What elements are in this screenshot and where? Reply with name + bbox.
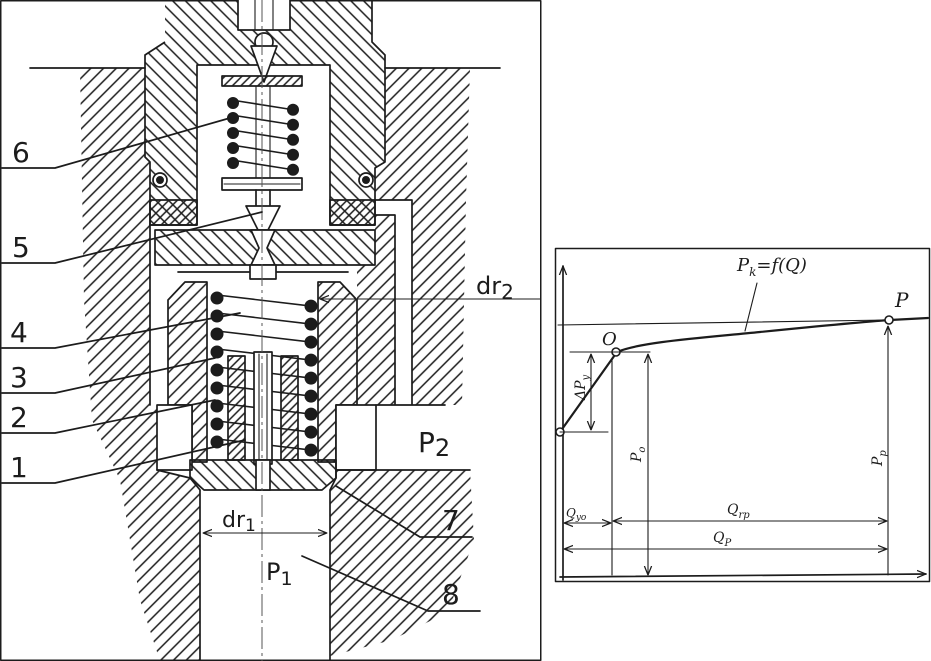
piston-wall-right bbox=[280, 355, 299, 461]
spring-coil bbox=[227, 142, 239, 154]
pilot-spring bbox=[227, 97, 299, 176]
dim-dpy-label: ΔPy bbox=[573, 374, 592, 401]
o-ring-left-core bbox=[156, 176, 164, 184]
spring-coil bbox=[304, 425, 318, 439]
pilot-stem bbox=[255, 85, 271, 179]
part-label-1: 1 bbox=[10, 451, 28, 484]
annular-cavity-left bbox=[156, 404, 193, 471]
housing-contours bbox=[149, 199, 471, 661]
dim-po-label: Po bbox=[629, 447, 648, 463]
leader-7 bbox=[335, 485, 473, 538]
spring-coil bbox=[227, 97, 239, 109]
leader-1 bbox=[1, 439, 246, 484]
spring-coil bbox=[210, 345, 224, 359]
spring-coil bbox=[210, 381, 224, 395]
leader-4 bbox=[1, 312, 241, 349]
housing-right-upper bbox=[375, 68, 470, 405]
annular-cavity-right bbox=[335, 404, 377, 471]
leader-6 bbox=[1, 117, 231, 169]
spring-coil bbox=[287, 148, 299, 161]
piston-cup-orifice bbox=[255, 459, 271, 491]
leader-5 bbox=[1, 211, 263, 264]
dim-qp-label: QP bbox=[713, 530, 731, 549]
spring-coil bbox=[304, 407, 318, 421]
x-axis bbox=[559, 574, 927, 577]
spring-wire bbox=[232, 129, 294, 141]
spring-coil bbox=[210, 327, 224, 341]
curve-label: Pk=f(Q) bbox=[736, 255, 807, 279]
pressure-outlet-label: P2 bbox=[418, 426, 450, 462]
leader-2 bbox=[1, 399, 216, 434]
spring-coil bbox=[287, 163, 299, 176]
part-label-3: 3 bbox=[10, 361, 28, 394]
point-p-label: P bbox=[894, 288, 909, 312]
spring-coil bbox=[210, 399, 224, 413]
spring-wire bbox=[232, 99, 294, 111]
adjusting-plug bbox=[144, 0, 386, 226]
pilot-cone-stem bbox=[255, 189, 271, 207]
spring-coil bbox=[227, 127, 239, 139]
part-label-8: 8 bbox=[442, 578, 460, 611]
curve-label-leader bbox=[744, 282, 758, 332]
o-ring-right-core bbox=[362, 176, 370, 184]
spring-coil bbox=[287, 118, 299, 131]
extension-lines bbox=[559, 351, 651, 576]
screw-needle bbox=[250, 45, 278, 83]
spring-coil bbox=[304, 299, 318, 313]
reference-line bbox=[557, 319, 889, 326]
spring-wire bbox=[232, 114, 294, 126]
point-o-label: O bbox=[602, 329, 617, 350]
dim-dr2-label: dr2 bbox=[476, 272, 514, 304]
adjusting-screw bbox=[237, 0, 291, 31]
spring-coil bbox=[304, 371, 318, 385]
spring-coil bbox=[304, 443, 318, 457]
part-label-6: 6 bbox=[12, 136, 30, 169]
characteristic-curve bbox=[558, 316, 930, 434]
right-frame bbox=[554, 247, 931, 583]
piston-wall-left bbox=[227, 355, 246, 461]
part-label-7: 7 bbox=[442, 504, 460, 537]
spring-coil bbox=[287, 133, 299, 146]
spring-wire bbox=[216, 294, 312, 307]
leader-3 bbox=[1, 357, 216, 394]
spring-coil bbox=[287, 103, 299, 116]
spring-coil bbox=[304, 389, 318, 403]
damper-tube bbox=[253, 351, 273, 465]
main-valve-head bbox=[249, 264, 277, 280]
dim-dr1-label: dr1 bbox=[222, 508, 256, 536]
spring-coil bbox=[210, 363, 224, 377]
valve-section: dr2 dr1 P2 P1 6 5 4 3 2 1 7 8 bbox=[0, 0, 542, 661]
damper-tube-lines bbox=[258, 353, 268, 463]
housing-right-lower bbox=[330, 470, 474, 656]
spring-wire bbox=[232, 144, 294, 156]
characteristic-chart: Pk=f(Q) O P ΔPy Po Pp Qyo Qrp Q bbox=[554, 247, 931, 583]
spring-coil bbox=[210, 291, 224, 305]
dim-qyo-label: Qyo bbox=[566, 506, 587, 523]
plug-thread-right bbox=[329, 199, 376, 226]
part-label-5: 5 bbox=[12, 231, 30, 264]
spring-wire bbox=[232, 159, 294, 171]
part-label-2: 2 bbox=[10, 401, 28, 434]
adjusting-screw-lines bbox=[254, 0, 274, 31]
spring-coil bbox=[304, 353, 318, 367]
spring-coil bbox=[304, 335, 318, 349]
spring-coil bbox=[304, 317, 318, 331]
housing-left bbox=[80, 68, 200, 661]
pressure-inlet-label: P1 bbox=[266, 558, 293, 590]
plug-thread-left bbox=[149, 199, 198, 226]
part-label-4: 4 bbox=[10, 316, 28, 349]
point-p-marker bbox=[884, 315, 894, 325]
spring-coil bbox=[227, 157, 239, 169]
dim-qrp-label: Qrp bbox=[727, 502, 750, 521]
leader-8 bbox=[301, 555, 481, 612]
spring-coil bbox=[210, 417, 224, 431]
housing-right-middle bbox=[357, 215, 395, 405]
spring-wire bbox=[216, 330, 312, 343]
dim-pp-label: Pp bbox=[870, 450, 889, 467]
